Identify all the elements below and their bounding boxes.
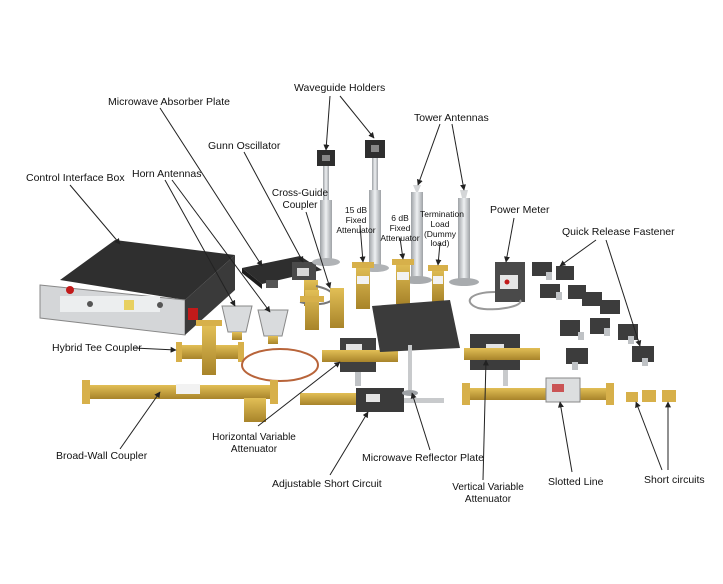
- label-waveguide-holders: Waveguide Holders: [294, 82, 386, 94]
- label-control-interface-box: Control Interface Box: [26, 172, 125, 184]
- hybrid-tee-coupler: [176, 320, 244, 375]
- coaxial-cable: [241, 348, 319, 382]
- adjustable-short-circuit: [300, 388, 444, 412]
- tower-antenna-right: [449, 190, 479, 286]
- fixed-attenuator-15db: [352, 262, 374, 309]
- microwave-reflector-plate: [372, 300, 460, 396]
- waveguide-holder-left: [312, 150, 340, 266]
- label-quick-release-fastener: Quick Release Fastener: [562, 226, 675, 238]
- vertical-variable-attenuator: [464, 334, 540, 386]
- control-interface-box: [39, 240, 235, 336]
- label-microwave-reflector-plate: Microwave Reflector Plate: [362, 452, 484, 464]
- label-fixed-attenuator-15db: 15 dB Fixed Attenuator: [336, 205, 376, 235]
- label-horn-antennas: Horn Antennas: [132, 168, 202, 180]
- cross-guide-coupler: [300, 288, 344, 330]
- label-microwave-absorber-plate: Microwave Absorber Plate: [108, 96, 230, 108]
- label-power-meter: Power Meter: [490, 204, 550, 216]
- label-broad-wall-coupler: Broad-Wall Coupler: [56, 450, 148, 462]
- label-tower-antennas: Tower Antennas: [414, 112, 489, 124]
- fixed-attenuator-6db: [392, 259, 414, 304]
- label-termination-load: Termination Load (Dummy load): [420, 209, 464, 249]
- callout-lines: [69, 95, 671, 481]
- label-fixed-attenuator-6db: 6 dB Fixed Attenuator: [380, 213, 420, 243]
- label-vertical-variable-attenuator: Vertical Variable Attenuator: [452, 482, 524, 505]
- label-short-circuits: Short circuits: [644, 474, 705, 486]
- label-hybrid-tee-coupler: Hybrid Tee Coupler: [52, 342, 142, 354]
- power-meter: [468, 262, 525, 311]
- broad-wall-coupler: [82, 380, 278, 422]
- horizontal-variable-attenuator: [322, 338, 398, 386]
- label-adjustable-short-circuit: Adjustable Short Circuit: [272, 478, 382, 490]
- short-circuits: [626, 390, 676, 402]
- label-horizontal-variable-attenuator: Horizontal Variable Attenuator: [212, 432, 296, 455]
- slotted-line: [462, 377, 614, 405]
- label-cross-guide-coupler: Cross-Guide Coupler: [271, 188, 329, 211]
- termination-load: [428, 265, 448, 302]
- label-slotted-line: Slotted Line: [548, 476, 604, 488]
- label-gunn-oscillator: Gunn Oscillator: [208, 140, 281, 152]
- quick-release-fasteners: [532, 262, 654, 370]
- horn-antennas: [221, 305, 289, 344]
